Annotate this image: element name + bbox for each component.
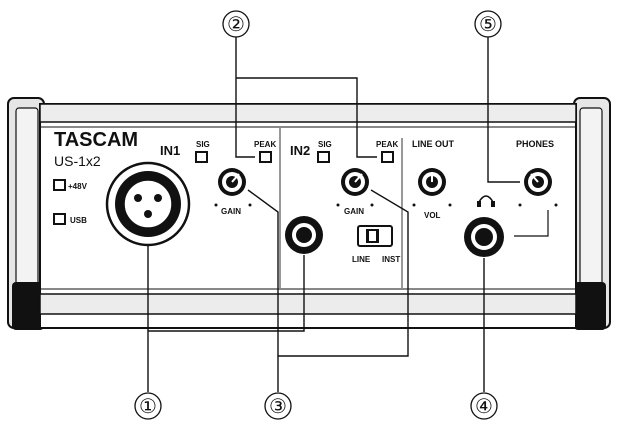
chassis	[7, 97, 611, 330]
line-out-label: LINE OUT	[412, 139, 455, 149]
in2-peak-label: PEAK	[376, 140, 398, 149]
phones-max-dot	[554, 203, 558, 207]
phantom-power-indicator	[53, 179, 66, 191]
phantom-power-label: +48V	[68, 182, 88, 191]
in2-gain-label: GAIN	[344, 207, 364, 216]
in1-sig-label: SIG	[196, 140, 210, 149]
callout-number-2: ②	[222, 10, 250, 38]
in2-jack-icon	[285, 216, 323, 254]
xlr-connector-icon	[105, 161, 191, 247]
vol-min-dot	[412, 203, 416, 207]
line-inst-switch[interactable]	[357, 225, 393, 247]
in2-gain-min-dot	[336, 203, 340, 207]
callout-number-1: ①	[134, 392, 162, 420]
phones-volume-knob[interactable]	[524, 168, 552, 196]
vol-max-dot	[448, 203, 452, 207]
brand-logo: TASCAM	[54, 129, 138, 151]
svg-text:②: ②	[227, 14, 245, 36]
in2-sig-label: SIG	[318, 140, 332, 149]
right-end-cap	[573, 97, 611, 330]
usb-label: USB	[70, 216, 87, 225]
bottom-bevel	[39, 293, 577, 315]
line-out-volume-knob[interactable]	[418, 168, 446, 196]
callout-leader-lines	[147, 36, 520, 392]
usb-indicator	[53, 213, 66, 225]
phones-jack-icon	[464, 217, 504, 257]
in1-gain-knob[interactable]	[218, 168, 246, 196]
svg-text:④: ④	[475, 396, 493, 418]
in1-gain-label: GAIN	[221, 207, 241, 216]
in2-label: IN2	[290, 143, 310, 158]
callout-number-5: ⑤	[474, 10, 502, 38]
svg-text:①: ①	[139, 396, 157, 418]
switch-inst-label: INST	[382, 255, 400, 264]
phones-min-dot	[518, 203, 522, 207]
in1-label: IN1	[160, 143, 180, 158]
left-end-cap	[7, 97, 45, 330]
svg-text:⑤: ⑤	[479, 14, 497, 36]
svg-text:③: ③	[269, 396, 287, 418]
phones-label: PHONES	[516, 139, 554, 149]
in1-gain-max-dot	[248, 203, 252, 207]
headphones-icon	[477, 195, 495, 207]
in1-peak-label: PEAK	[254, 140, 276, 149]
callout-number-4: ④	[470, 392, 498, 420]
model-name: US-1x2	[54, 153, 101, 169]
in2-gain-knob[interactable]	[341, 168, 369, 196]
top-bevel	[39, 103, 577, 123]
in2-peak-indicator	[381, 151, 394, 163]
phones-bracket-line	[514, 210, 549, 237]
switch-line-label: LINE	[352, 255, 371, 264]
in2-sig-indicator	[317, 151, 330, 163]
in1-sig-indicator	[195, 151, 208, 163]
vol-label: VOL	[424, 211, 441, 220]
in1-peak-indicator	[259, 151, 272, 163]
callout-number-3: ③	[264, 392, 292, 420]
in2-gain-max-dot	[370, 203, 374, 207]
in1-gain-min-dot	[214, 203, 218, 207]
